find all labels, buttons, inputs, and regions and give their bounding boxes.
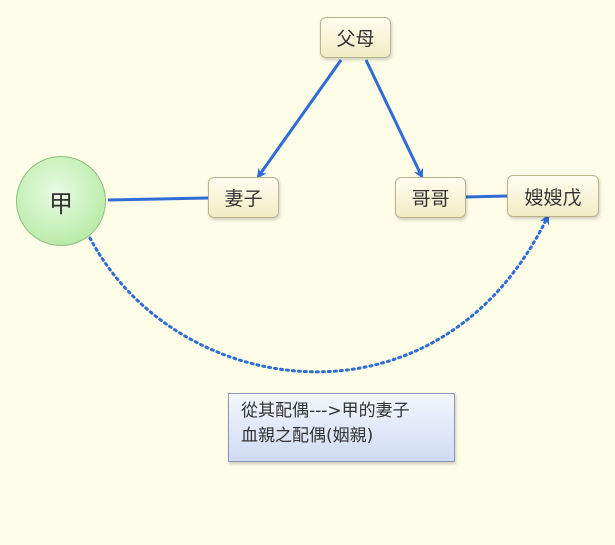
node-sister-in-law: 嫂嫂戊 <box>507 175 599 217</box>
note-line-1: 從其配偶--->甲的妻子 <box>241 401 410 421</box>
node-brother: 哥哥 <box>395 177 466 218</box>
node-parents-label: 父母 <box>336 28 375 50</box>
arrow-parents-to-wife <box>256 59 343 179</box>
note-line-2: 血親之配偶(姻親) <box>241 426 374 446</box>
node-brother-label: 哥哥 <box>411 188 450 210</box>
annotation-note: 從其配偶--->甲的妻子 血親之配偶(姻親) <box>228 393 455 462</box>
dotted-arrow-jia-to-sister-in-law <box>88 214 550 374</box>
link-brother-sister-in-law <box>465 194 508 199</box>
node-wife: 妻子 <box>208 177 279 218</box>
arrow-parents-to-brother <box>364 59 424 179</box>
node-jia: 甲 <box>16 156 106 246</box>
node-parents: 父母 <box>320 17 391 58</box>
link-jia-wife <box>107 196 209 202</box>
node-sister-in-law-label: 嫂嫂戊 <box>524 186 582 209</box>
node-jia-label: 甲 <box>49 189 73 218</box>
node-wife-label: 妻子 <box>224 188 263 210</box>
